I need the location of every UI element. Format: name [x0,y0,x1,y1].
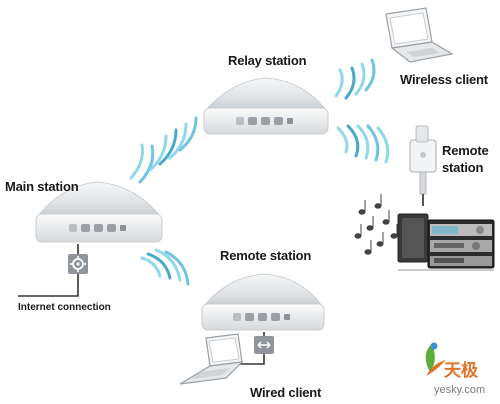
label-remote-station-bottom: Remote station [220,248,312,263]
waves-main-to-remote [140,248,190,286]
music-notes-icon [354,194,398,255]
internet-cable [18,244,79,297]
stereo-icon [397,213,495,271]
ethernet-port-icon [254,336,274,354]
label-internet-connection: Internet connection [18,302,111,313]
relay-station-icon [203,77,329,135]
wired-client-laptop-icon [179,333,244,385]
label-main-station: Main station [5,179,79,194]
waves-main-to-relay [129,116,198,184]
gear-port-icon [68,254,88,274]
watermark-logo-icon [425,342,446,376]
label-wired-client: Wired client [250,385,322,400]
waves-relay-to-wireless-client [334,58,376,100]
label-wireless-client: Wireless client [400,72,488,87]
wireless-client-laptop-icon [385,7,454,63]
waves-relay-to-remote-plug [336,124,390,164]
label-remote-station-top-line2: station [442,160,484,175]
remote-station-bottom-icon [201,273,325,331]
watermark-url: yesky.com [434,384,486,396]
main-station-icon [35,181,163,243]
label-relay-station: Relay station [228,53,307,68]
watermark-brand: 天极 [444,361,478,381]
remote-station-plug-icon [409,125,437,206]
label-remote-station-top-line1: Remote [442,143,489,158]
